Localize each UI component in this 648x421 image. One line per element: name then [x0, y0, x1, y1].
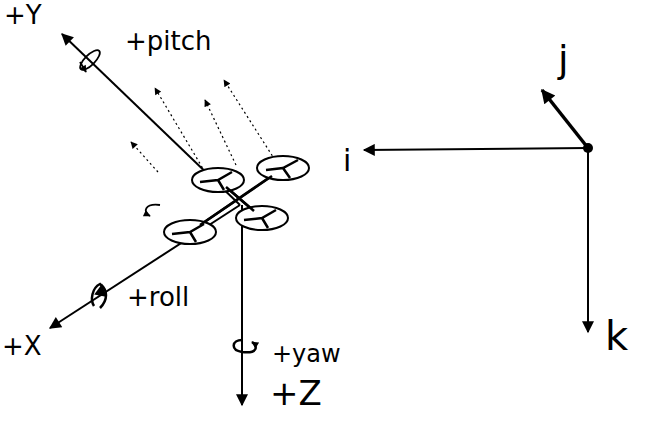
reference-frame — [364, 90, 593, 332]
label-slot: +roll — [127, 284, 189, 310]
origin-dot — [583, 143, 593, 153]
label-slot: k — [605, 316, 628, 356]
z-axis — [241, 205, 243, 405]
label-slot: +Y — [4, 2, 42, 28]
roll-rotation-arrow — [100, 285, 102, 296]
thrust-arrow — [205, 100, 236, 165]
x-axis — [50, 205, 240, 328]
roll-rotation — [92, 284, 106, 308]
thrust-arrow — [224, 80, 275, 160]
rotor — [192, 168, 244, 192]
axis-label: +X — [2, 331, 42, 361]
i-axis — [364, 148, 588, 150]
axis-label: k — [605, 313, 628, 359]
thrust-arrows — [131, 80, 275, 172]
thrust-arrow — [131, 142, 158, 172]
j-axis — [542, 90, 588, 148]
propeller — [266, 160, 298, 178]
axis-label: +Z — [270, 373, 322, 413]
yaw-rotation — [234, 340, 256, 352]
frame-arm — [200, 176, 272, 225]
label-slot: +X — [2, 333, 42, 359]
rotor — [164, 220, 216, 244]
label-slot: +pitch — [125, 28, 211, 54]
label-slot: +Z — [270, 376, 322, 410]
propeller — [244, 210, 276, 228]
thrust-arrow — [155, 88, 205, 172]
rotor — [257, 156, 309, 180]
label-slot: i — [343, 146, 351, 176]
rotation-label: +roll — [127, 282, 189, 312]
quad-frame — [164, 156, 309, 244]
label-slot: j — [558, 40, 569, 78]
pitch-rotation — [77, 47, 102, 72]
k-axis — [587, 148, 589, 332]
body-axes — [50, 34, 242, 405]
axis-label: j — [558, 37, 569, 81]
y-axis — [62, 34, 240, 205]
rotation-label: +pitch — [125, 26, 211, 56]
pitch-rotation-arrow — [80, 62, 86, 72]
rotor-spin — [146, 205, 160, 216]
axis-label: +Y — [4, 0, 42, 30]
label-slot: +yaw — [272, 342, 341, 366]
rotation-indicators — [77, 47, 255, 352]
rotation-label: +yaw — [272, 340, 341, 368]
propeller — [172, 224, 204, 242]
axis-label: i — [343, 143, 351, 178]
rotor — [236, 206, 288, 230]
